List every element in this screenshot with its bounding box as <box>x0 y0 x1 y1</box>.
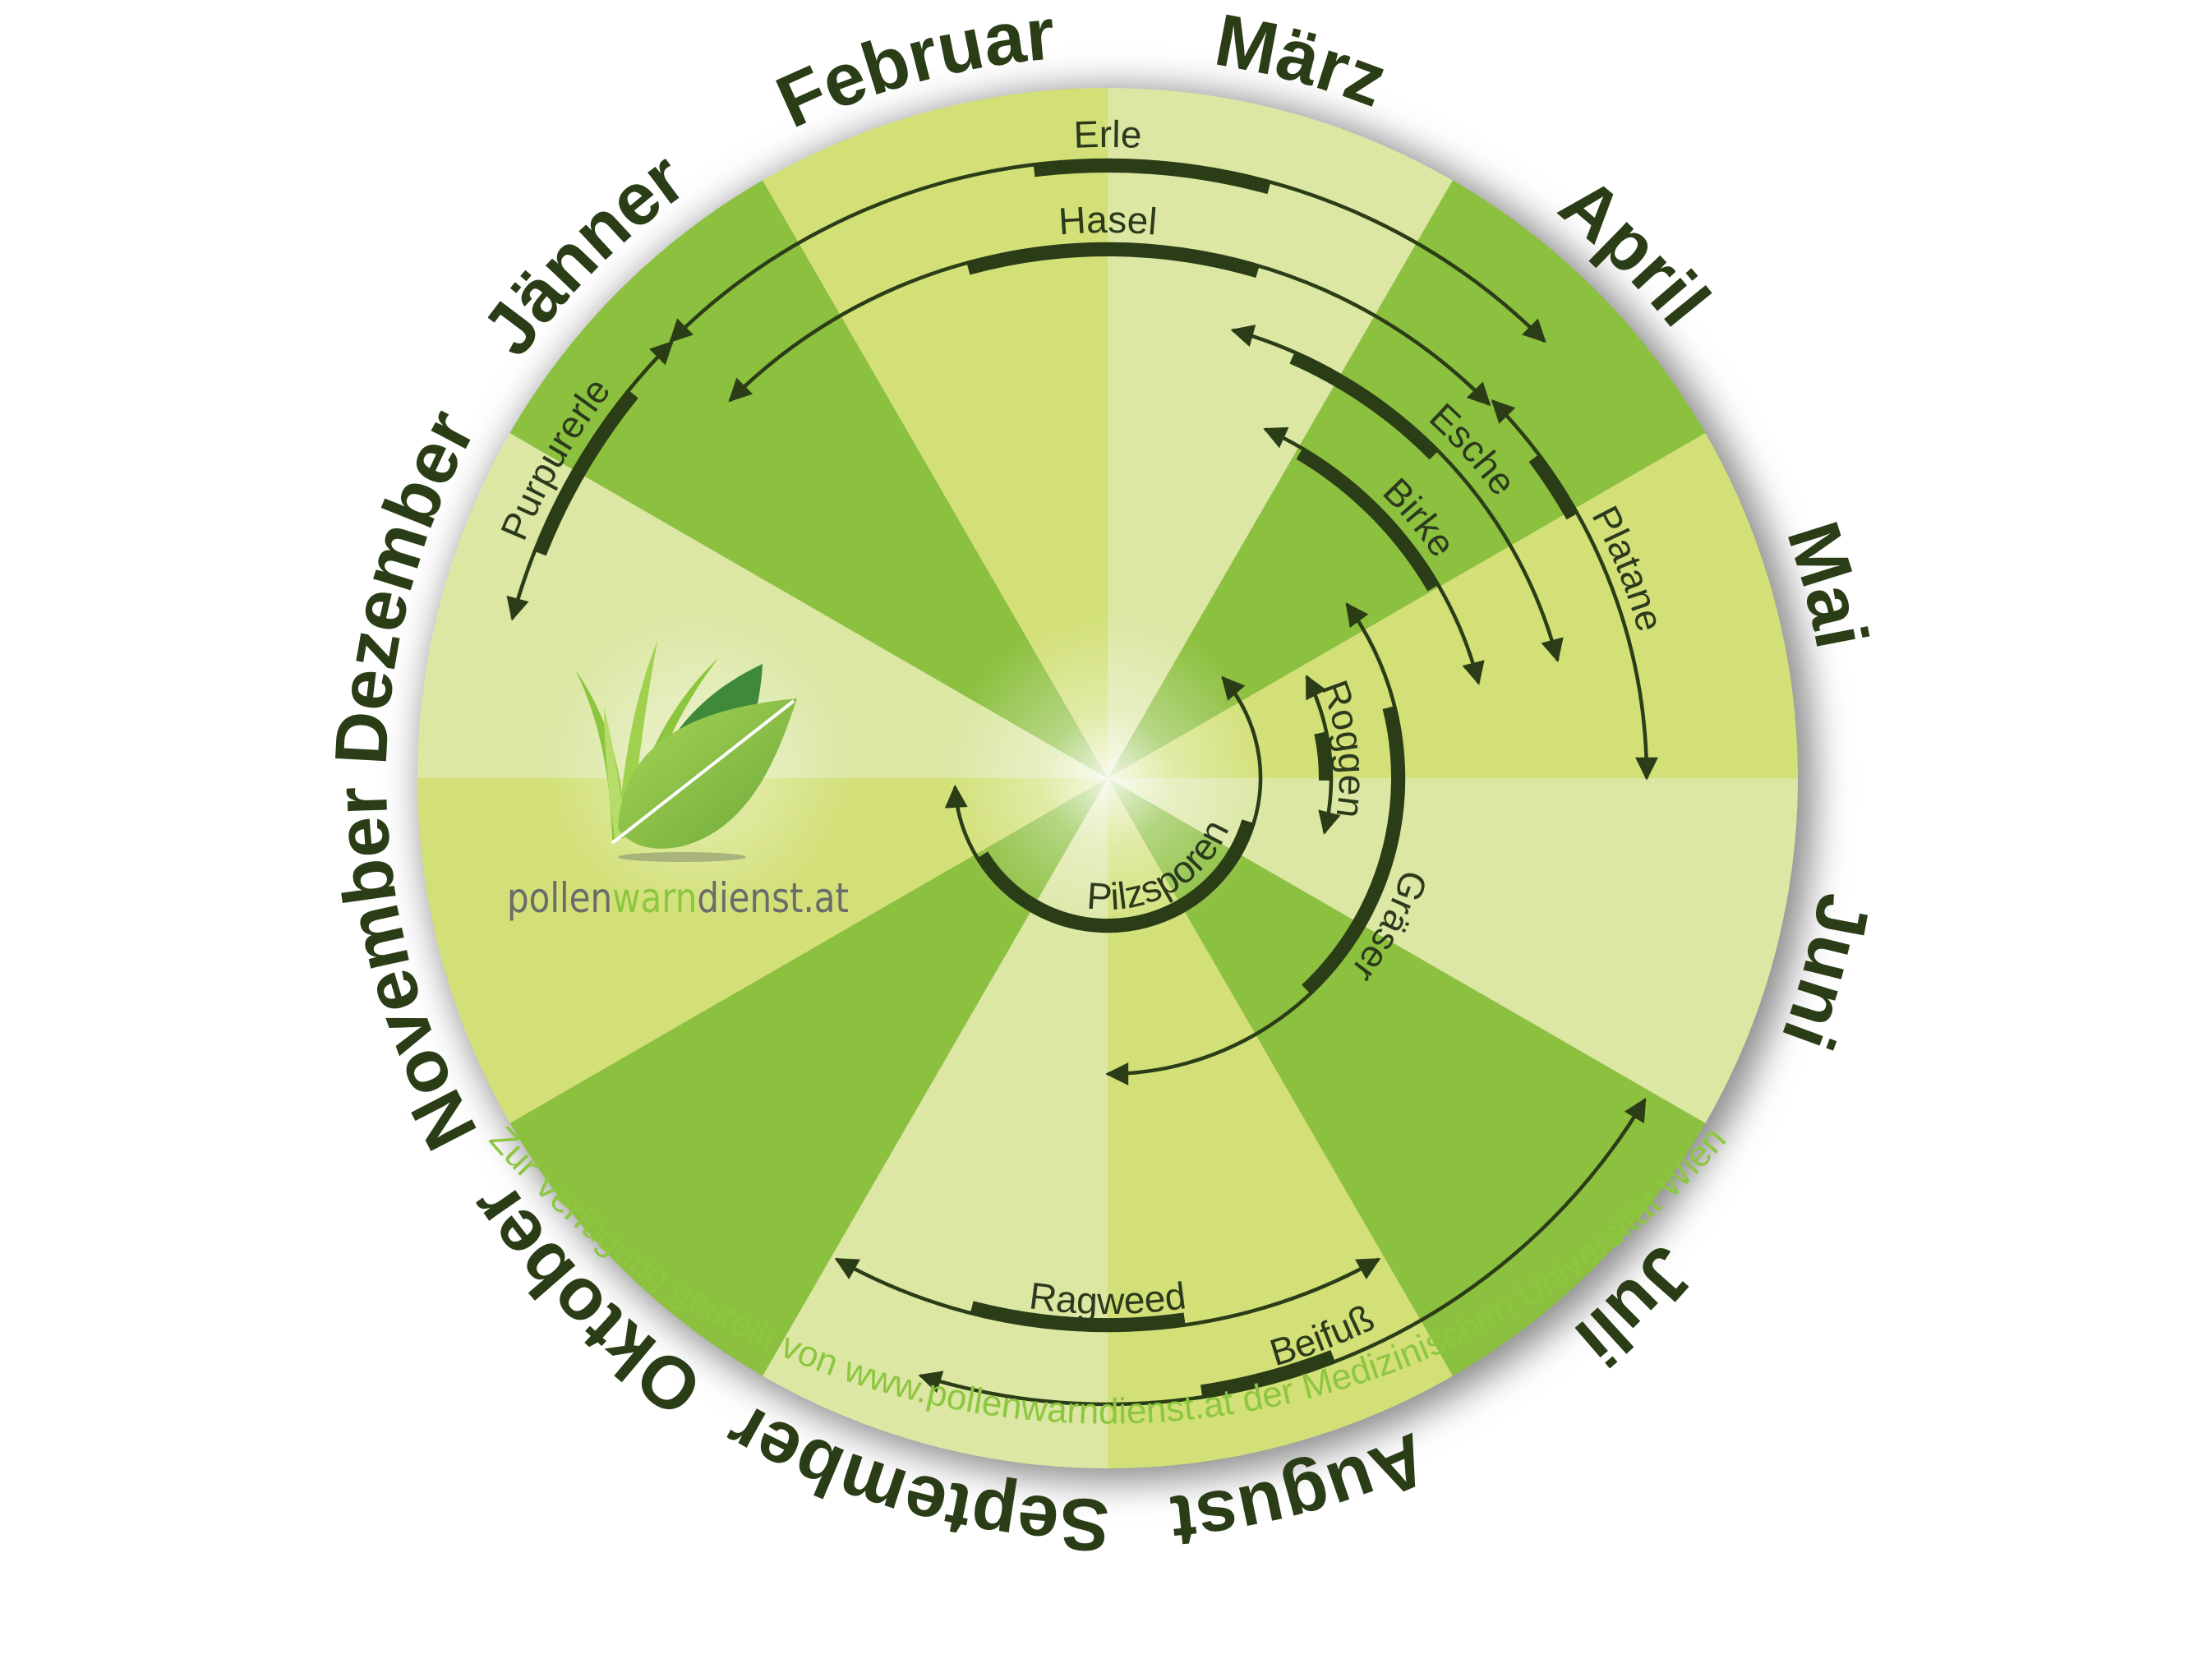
logo-part-pollen: pollen <box>507 874 612 922</box>
season-hasel: Hasel <box>728 198 1491 407</box>
birke-peak-arc <box>1296 448 1440 592</box>
leaf-midrib <box>611 699 795 845</box>
graeser-peak-arc <box>1302 706 1404 995</box>
sector-jaenner <box>509 180 1108 778</box>
pollenwarndienst-logo: pollenwarndienst.at <box>507 608 855 922</box>
logo-wordmark: pollenwarndienst.at <box>507 874 849 922</box>
logo-shadow <box>618 852 746 862</box>
erle-label-text: Erle <box>1073 113 1143 156</box>
purpurerle-peak-arc <box>533 389 638 556</box>
platane-season-arc <box>1491 399 1658 781</box>
roggen-peak-arc <box>1314 731 1332 781</box>
erle-peak-arc <box>1033 159 1271 195</box>
front-leaf-icon <box>618 698 797 849</box>
season-erle: Erle <box>669 113 1546 343</box>
hasel-peak-arc <box>966 243 1260 279</box>
ragweed-label: Ragweed <box>1027 1274 1188 1322</box>
logo-part-warn: warn <box>612 874 697 922</box>
sector-oktober <box>509 778 1108 1376</box>
erle-label: Erle <box>1073 113 1143 156</box>
logo-part-dienst: dienst.at <box>697 874 849 922</box>
pilzsporen-peak-arc <box>976 819 1255 932</box>
beifuss-peak-arc <box>1200 1349 1336 1399</box>
ragweed-label-text: Ragweed <box>1027 1274 1188 1322</box>
platane-peak-arc <box>1528 454 1578 520</box>
